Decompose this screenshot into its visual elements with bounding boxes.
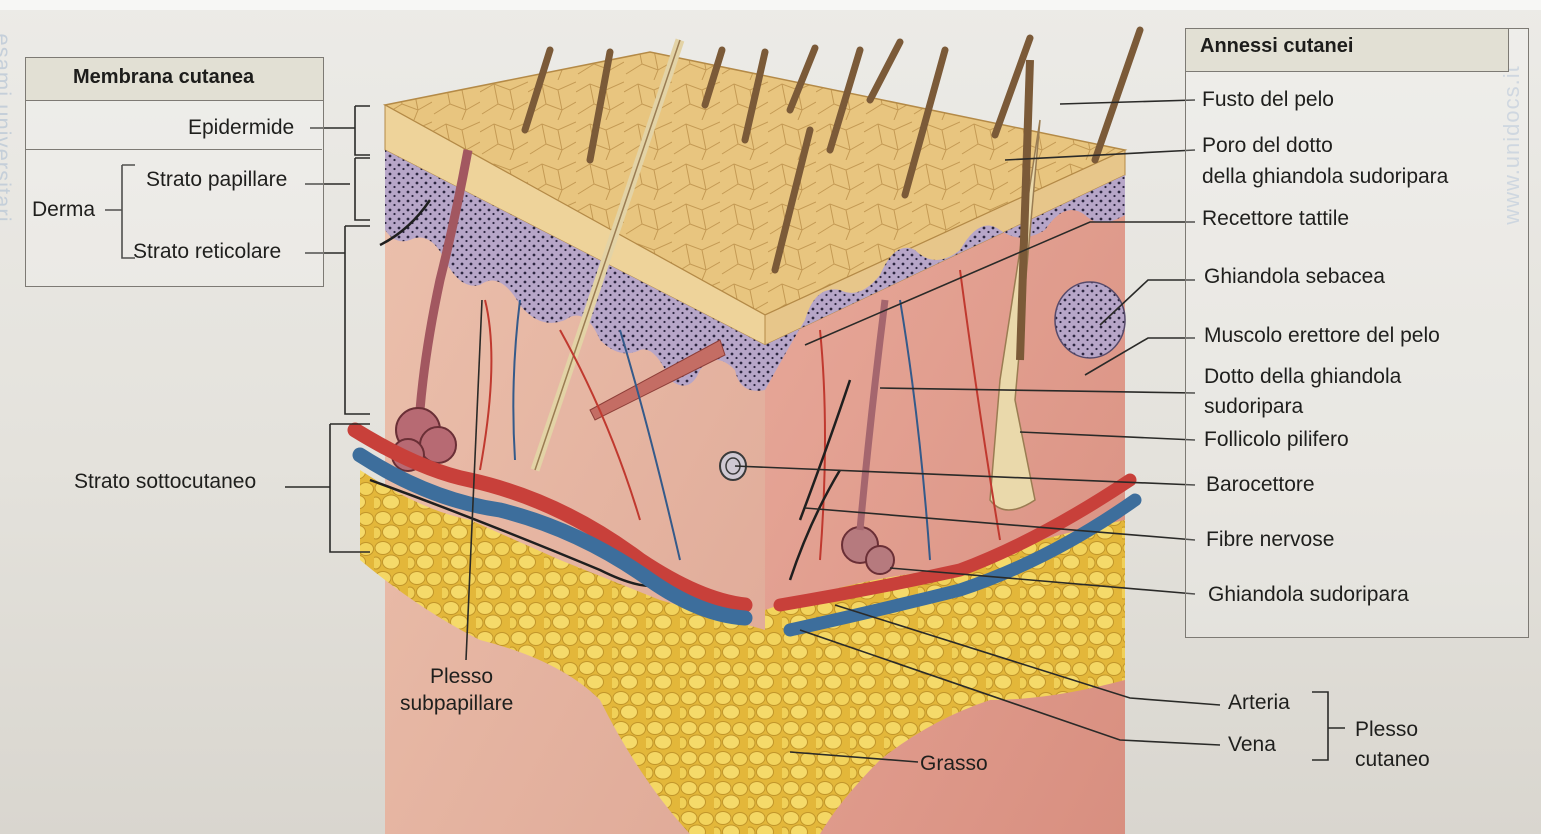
membrana-cutanea-title: Membrana cutanea (73, 66, 254, 89)
label-strato-papillare: Strato papillare (146, 168, 287, 192)
label-muscolo-erettore: Muscolo erettore del pelo (1204, 324, 1440, 348)
label-strato-sottocutaneo: Strato sottocutaneo (74, 470, 256, 494)
label-dotto-line1: Dotto della ghiandola (1204, 365, 1401, 389)
label-dotto-line2: sudoripara (1204, 395, 1303, 419)
annessi-cutanei-title: Annessi cutanei (1200, 35, 1353, 58)
sebaceous-gland (1055, 282, 1125, 358)
label-poro-line1: Poro del dotto (1202, 134, 1333, 158)
label-barocettore: Barocettore (1206, 473, 1315, 497)
label-recettore-tattile: Recettore tattile (1202, 207, 1349, 231)
label-fibre-nervose: Fibre nervose (1206, 528, 1334, 552)
label-follicolo-pilifero: Follicolo pilifero (1204, 428, 1349, 452)
label-vena: Vena (1228, 733, 1276, 757)
label-strato-reticolare: Strato reticolare (133, 240, 281, 264)
label-plesso-sub-line2: subpapillare (400, 692, 513, 716)
label-plesso-cutaneo-line2: cutaneo (1355, 748, 1430, 772)
label-fusto-del-pelo: Fusto del pelo (1202, 88, 1334, 112)
label-plesso-cutaneo-line1: Plesso (1355, 718, 1418, 742)
membrana-divider (25, 149, 322, 150)
label-arteria: Arteria (1228, 691, 1290, 715)
label-poro-line2: della ghiandola sudoripara (1202, 165, 1448, 189)
label-epidermide: Epidermide (188, 116, 294, 140)
label-derma: Derma (32, 198, 95, 222)
label-ghiandola-sudoripara: Ghiandola sudoripara (1208, 583, 1409, 607)
label-grasso: Grasso (920, 752, 988, 776)
label-plesso-sub-line1: Plesso (430, 665, 493, 689)
label-ghiandola-sebacea: Ghiandola sebacea (1204, 265, 1385, 289)
